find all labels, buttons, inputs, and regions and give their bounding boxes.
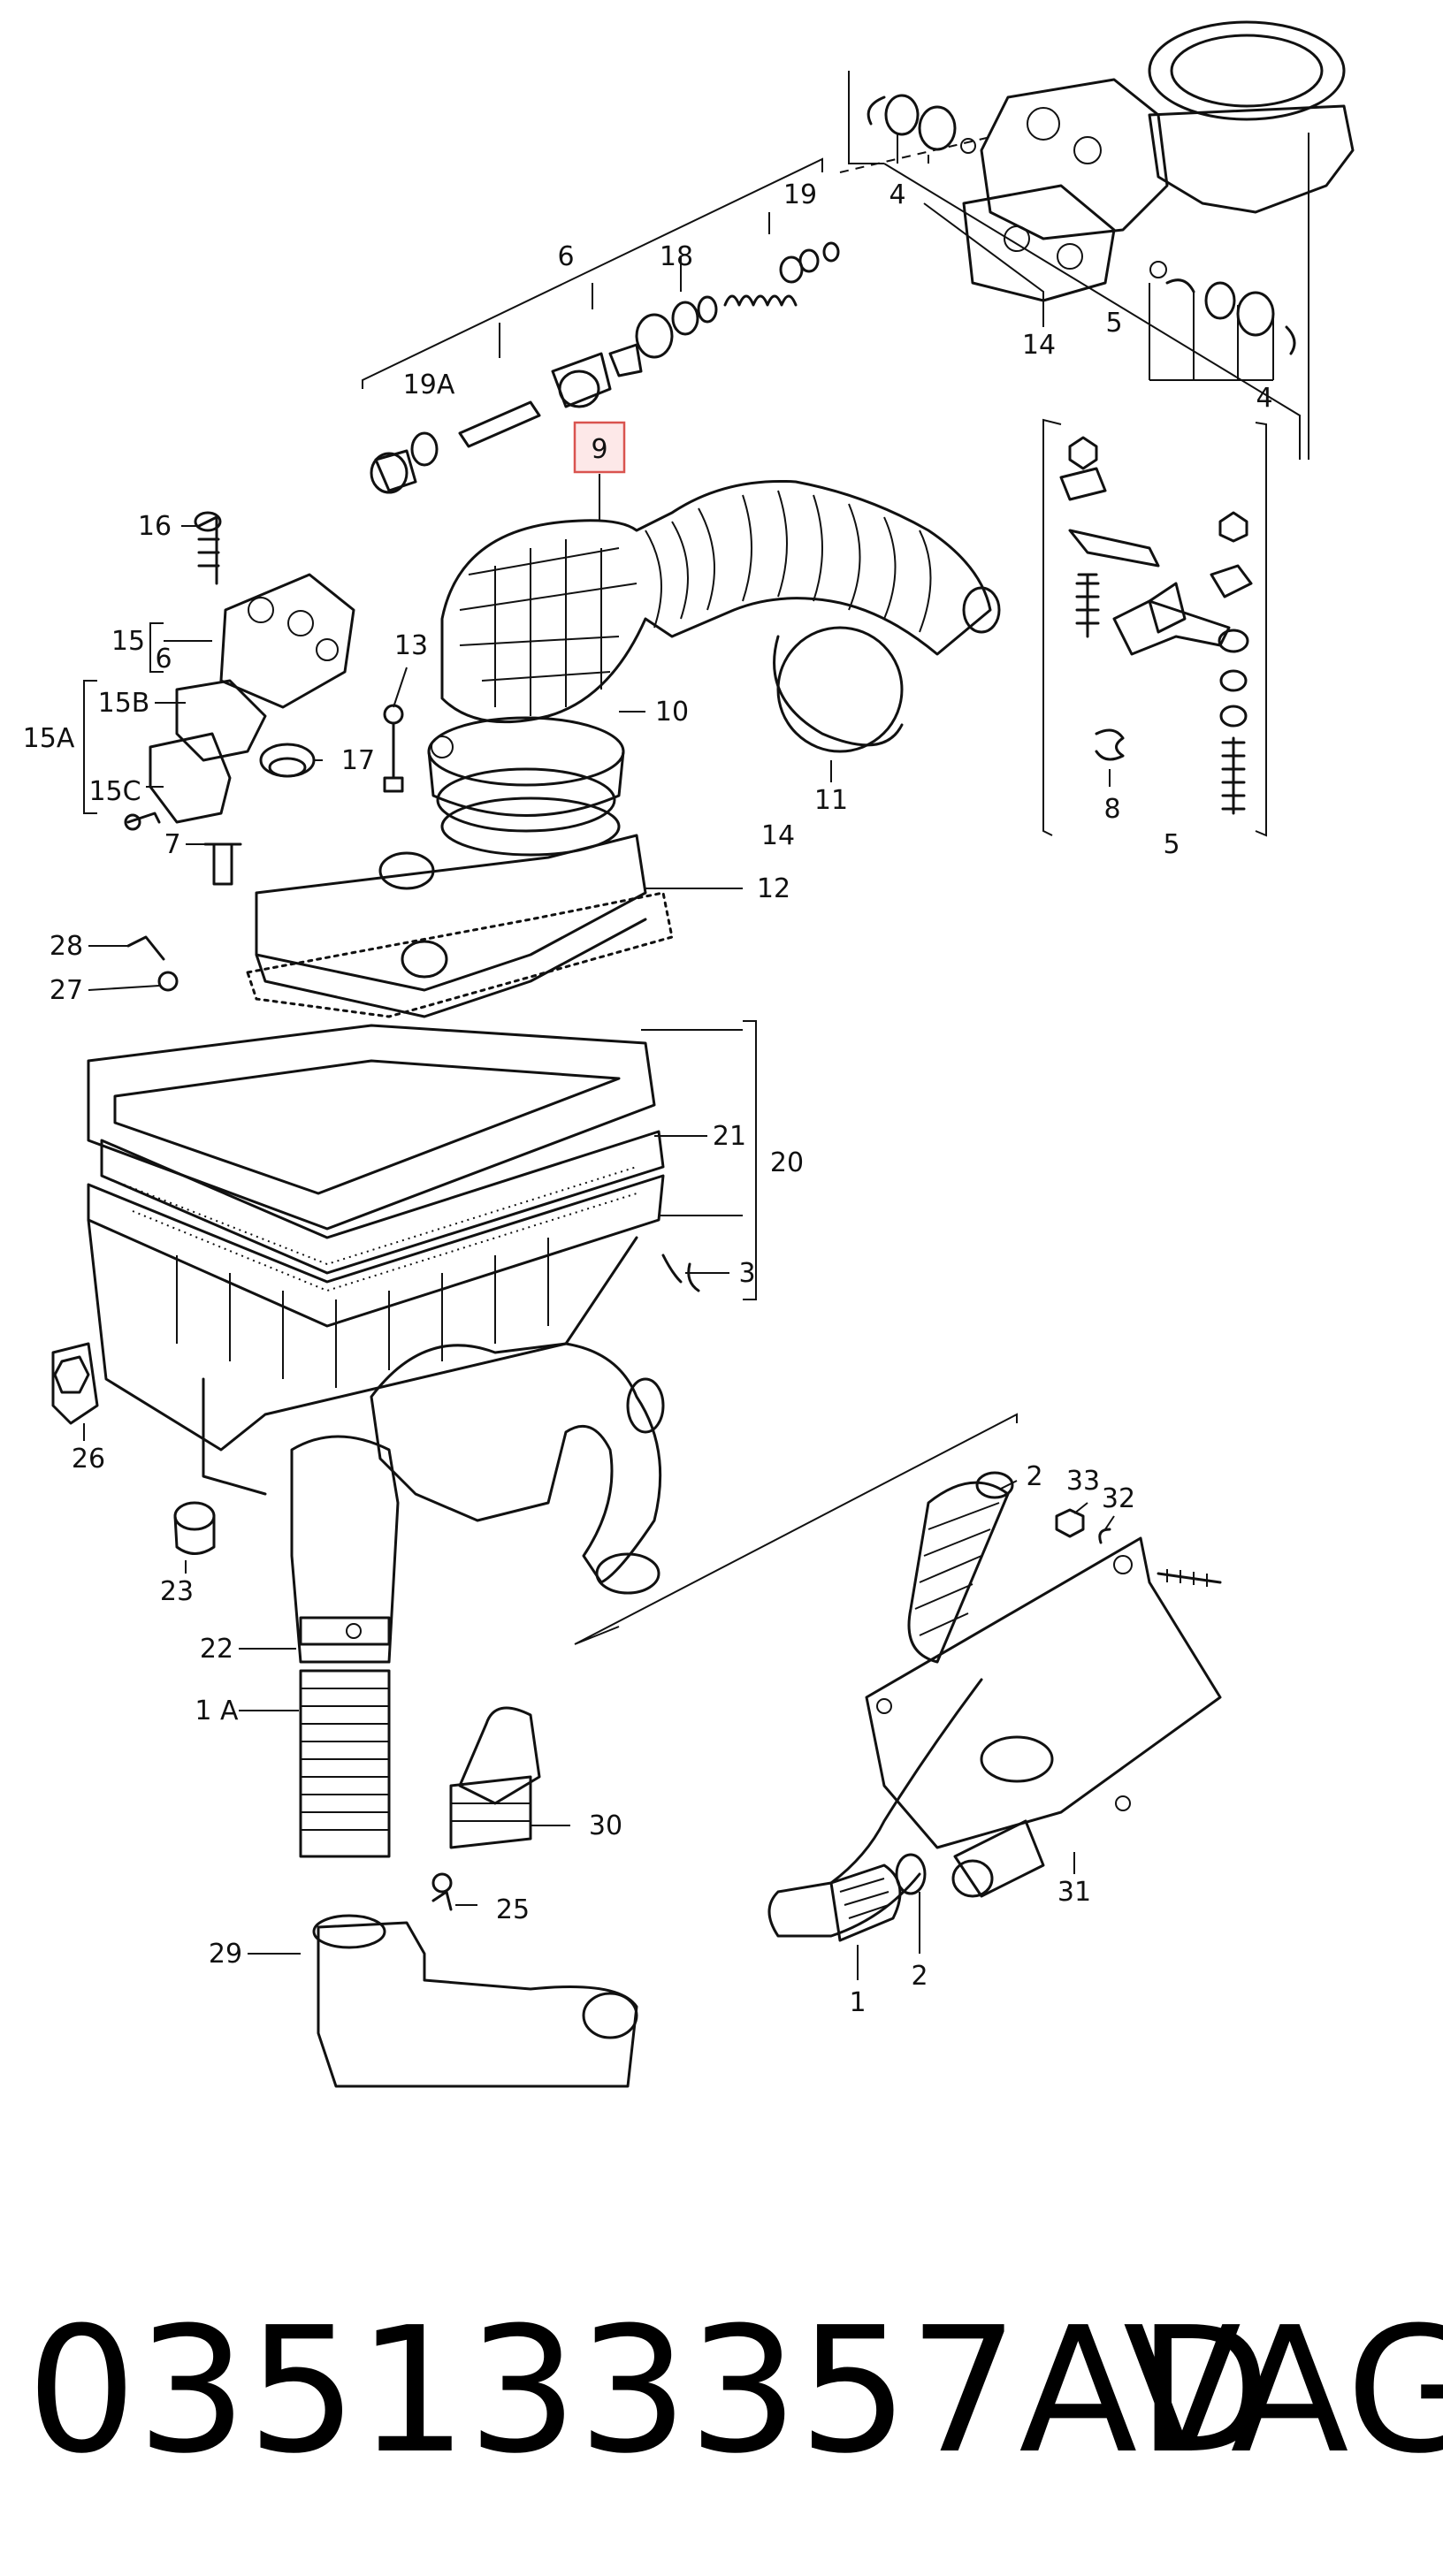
callout-1-bottom[interactable]: 1 bbox=[849, 1987, 866, 2018]
callout-15A[interactable]: 15A bbox=[23, 723, 75, 754]
callout-4-top[interactable]: 4 bbox=[889, 179, 905, 210]
callout-23[interactable]: 23 bbox=[160, 1576, 194, 1607]
callout-12[interactable]: 12 bbox=[757, 873, 790, 904]
callout-22[interactable]: 22 bbox=[200, 1634, 233, 1665]
callout-10[interactable]: 10 bbox=[655, 697, 689, 728]
callout-7[interactable]: 7 bbox=[164, 829, 180, 860]
callout-9[interactable]: 9 bbox=[591, 434, 607, 465]
leader-lines bbox=[83, 474, 1115, 1955]
callout-4-right[interactable]: 4 bbox=[1256, 383, 1272, 414]
callout-2-top[interactable]: 2 bbox=[1026, 1461, 1042, 1492]
air-filter-housing bbox=[87, 1024, 700, 1496]
callout-labels: 9 6 18 19 19A 4 14 5 4 8 5 10 11 14 12 1… bbox=[23, 179, 1273, 2018]
callout-5-top[interactable]: 5 bbox=[1105, 308, 1122, 339]
part-number-caption: 035133357AD VAG bbox=[27, 2290, 1443, 2493]
callout-6-left[interactable]: 6 bbox=[155, 644, 172, 674]
callout-13[interactable]: 13 bbox=[394, 630, 428, 661]
callout-26[interactable]: 26 bbox=[72, 1444, 105, 1475]
callout-2-bottom[interactable]: 2 bbox=[911, 1961, 928, 1992]
brand-name: VAG bbox=[1123, 2290, 1443, 2492]
heat-shield-assembly bbox=[574, 1413, 1222, 1980]
air-flow-meter bbox=[246, 716, 674, 1018]
callout-8[interactable]: 8 bbox=[1103, 794, 1120, 825]
callout-16[interactable]: 16 bbox=[138, 511, 172, 542]
highlight-box bbox=[573, 421, 626, 474]
callout-1A[interactable]: 1 A bbox=[195, 1696, 239, 1726]
callout-25[interactable]: 25 bbox=[496, 1894, 530, 1925]
callout-18[interactable]: 18 bbox=[660, 241, 693, 272]
callout-30[interactable]: 30 bbox=[589, 1810, 622, 1841]
callout-15C[interactable]: 15C bbox=[88, 776, 141, 807]
callout-32[interactable]: 32 bbox=[1102, 1483, 1135, 1514]
callout-20[interactable]: 20 bbox=[770, 1147, 804, 1178]
parts-exploded-diagram: 9 6 18 19 19A 4 14 5 4 8 5 10 11 14 12 1… bbox=[23, 20, 1355, 2088]
callout-17[interactable]: 17 bbox=[341, 745, 375, 776]
plunger-assembly bbox=[362, 157, 840, 494]
air-intake-hose bbox=[440, 479, 1001, 753]
callout-29[interactable]: 29 bbox=[209, 1939, 242, 1970]
callout-14-mid[interactable]: 14 bbox=[761, 820, 795, 851]
callout-19[interactable]: 19 bbox=[783, 179, 817, 210]
callout-19A[interactable]: 19A bbox=[403, 370, 455, 400]
throttle-housing-assembly bbox=[839, 20, 1355, 355]
callout-15[interactable]: 15 bbox=[111, 626, 145, 657]
part-number: 035133357AD bbox=[27, 2290, 1271, 2492]
callout-33[interactable]: 33 bbox=[1066, 1466, 1100, 1497]
callout-11[interactable]: 11 bbox=[814, 785, 848, 816]
callout-6-top[interactable]: 6 bbox=[557, 241, 574, 272]
callout-5-box[interactable]: 5 bbox=[1163, 829, 1180, 860]
callout-21[interactable]: 21 bbox=[713, 1121, 746, 1152]
bracket-lines-top bbox=[848, 71, 1309, 460]
callout-14-top[interactable]: 14 bbox=[1022, 330, 1056, 361]
intake-pipes bbox=[51, 1342, 665, 2088]
callout-27[interactable]: 27 bbox=[50, 975, 83, 1006]
callout-28[interactable]: 28 bbox=[50, 931, 83, 962]
callout-15B[interactable]: 15B bbox=[98, 688, 150, 719]
callout-31[interactable]: 31 bbox=[1057, 1877, 1091, 1908]
callout-3[interactable]: 3 bbox=[738, 1258, 755, 1289]
hardware-bracket-box bbox=[1042, 418, 1267, 837]
